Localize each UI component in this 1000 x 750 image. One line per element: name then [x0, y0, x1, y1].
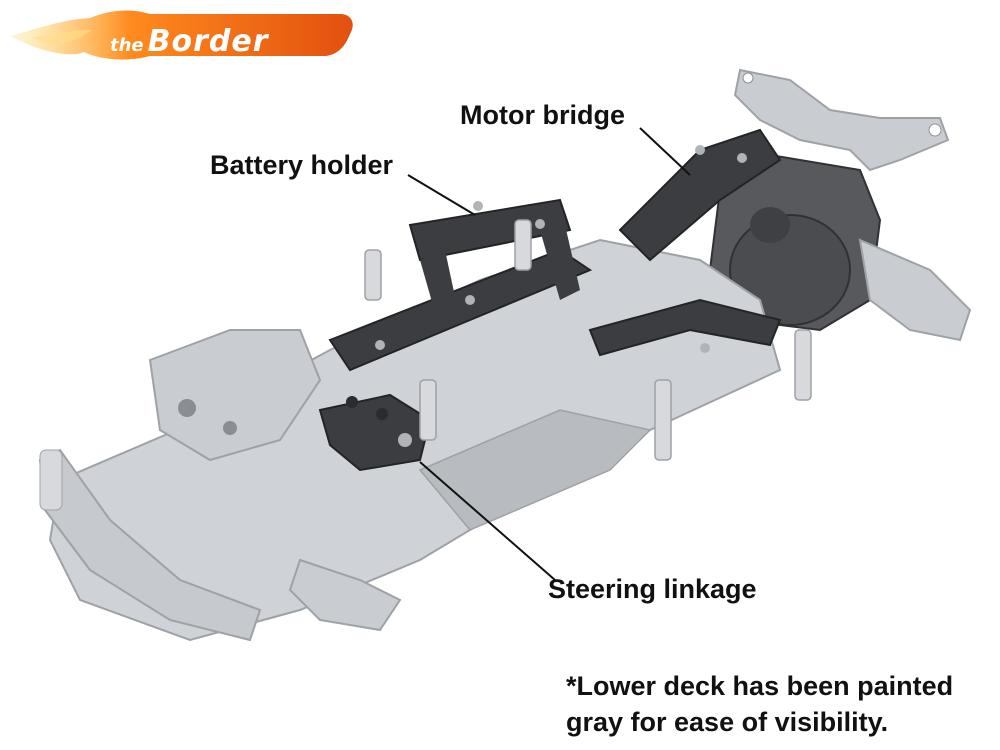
- logo-name: Border: [147, 24, 269, 59]
- motor-bridge-part: [588, 128, 782, 357]
- logo-prefix: the: [110, 35, 144, 56]
- flame-logo-graphic: [10, 10, 353, 60]
- front-bumper: [38, 448, 262, 642]
- rear-shock-tower: [733, 68, 950, 172]
- rear-suspension: [858, 238, 972, 342]
- battery-holder-label: Battery holder: [210, 150, 394, 180]
- steering-linkage-part: [318, 393, 432, 472]
- footnote: *Lower deck has been painted gray for ea…: [566, 668, 953, 740]
- footnote-line-1: *Lower deck has been painted: [566, 671, 954, 701]
- gearbox: [708, 148, 882, 332]
- motor-bridge-label: Motor bridge: [460, 100, 625, 130]
- battery-holder-part: [328, 198, 593, 372]
- front-suspension: [148, 329, 402, 632]
- steering-linkage-label: Steering linkage: [548, 574, 757, 604]
- callout-lines: [407, 127, 691, 581]
- footnote-line-2: gray for ease of visibility.: [566, 707, 889, 737]
- standoff-posts: [364, 219, 812, 461]
